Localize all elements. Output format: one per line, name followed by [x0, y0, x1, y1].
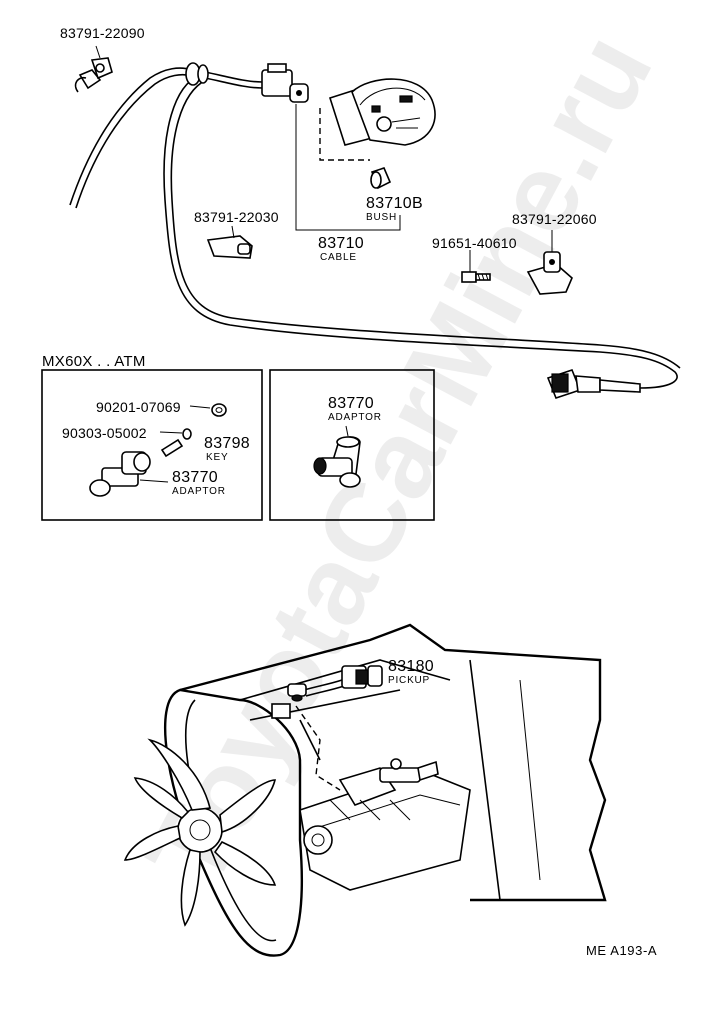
speedometer-cable: [69, 67, 681, 389]
section-title: MX60X . . ATM: [42, 353, 146, 370]
box-mx60x-atm: [41, 369, 263, 521]
adaptor-atm-part-number: 83770: [172, 469, 218, 486]
clip-b-part-number: 83791-22030: [194, 209, 279, 225]
bush: [370, 167, 392, 190]
clip-c-part-number: 83791-22060: [512, 211, 597, 227]
engine-block: [163, 623, 607, 957]
bolt-part-number: 91651-40610: [432, 235, 517, 251]
pickup-name: PICKUP: [388, 675, 431, 686]
cooling-fan: [123, 738, 277, 927]
figure-code: ME A193-A: [586, 943, 658, 958]
adaptor-atm-name: ADAPTOR: [172, 486, 226, 497]
box-adaptor: [269, 369, 435, 521]
pin: [159, 428, 192, 440]
pin-part-number: 90303-05002: [62, 425, 147, 441]
pickup-part-number: 83180: [388, 658, 434, 675]
key-part-number: 83798: [204, 435, 250, 452]
adaptor: [313, 425, 361, 488]
clip-right: [526, 230, 573, 295]
adaptor-atm: [89, 451, 169, 497]
key: [160, 438, 184, 458]
clip-upper-left: [74, 45, 113, 93]
pickup-sensor: [287, 665, 383, 702]
bush-name: BUSH: [366, 212, 397, 223]
meter-connector: [261, 63, 309, 103]
cable-grommet: [185, 62, 209, 86]
injection-pump: [299, 758, 471, 891]
bolt: [461, 250, 491, 283]
cable-name: CABLE: [320, 252, 357, 263]
washer: [189, 403, 227, 417]
clip-a-part-number: 83791-22090: [60, 25, 145, 41]
cable-part-number: 83710: [318, 235, 364, 252]
key-name: KEY: [206, 452, 229, 463]
adaptor-name: ADAPTOR: [328, 412, 382, 423]
cable-end-nut: [546, 369, 641, 399]
adaptor-part-number: 83770: [328, 395, 374, 412]
clip-middle: [206, 225, 253, 259]
washer-part-number: 90201-07069: [96, 399, 181, 415]
bush-part-number: 83710B: [366, 195, 423, 212]
speedometer-meter: [328, 78, 436, 146]
